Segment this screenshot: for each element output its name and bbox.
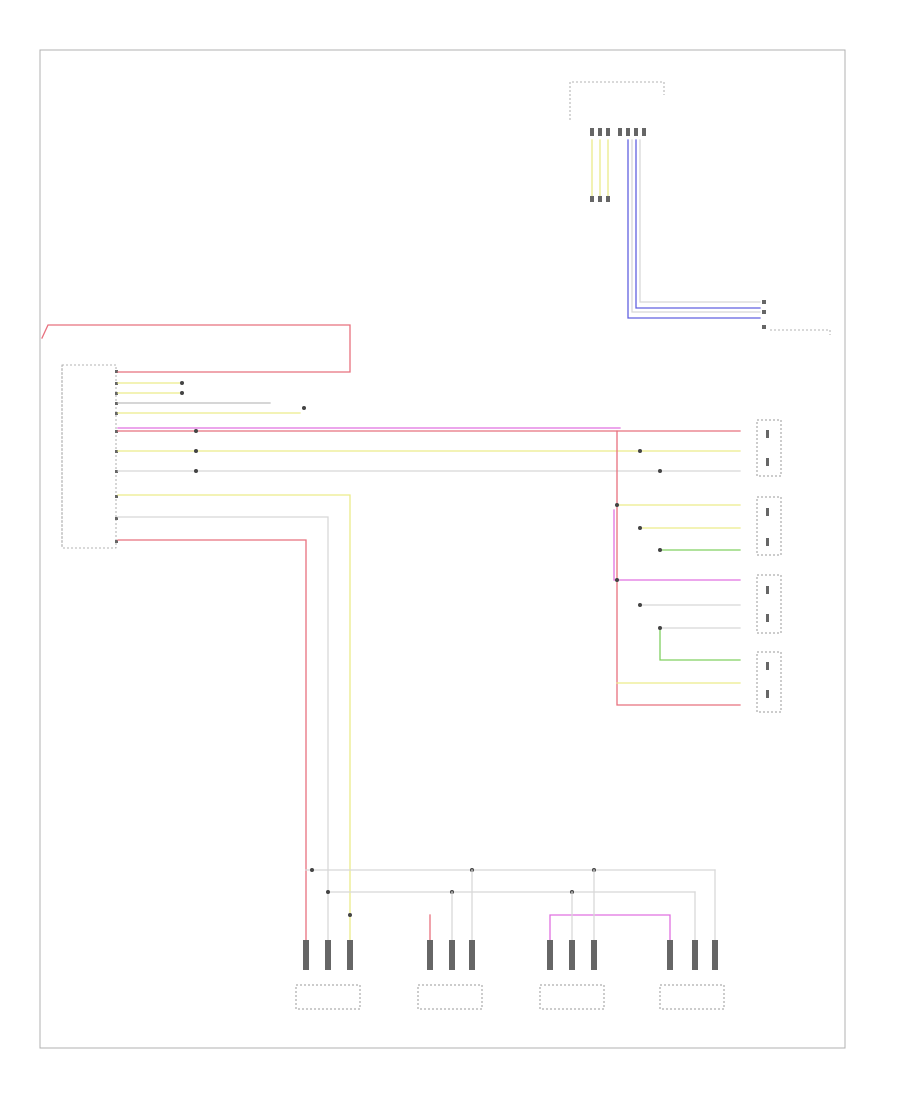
- motor-1: [295, 984, 361, 1010]
- motor-3: [539, 984, 605, 1010]
- module-outline: [61, 364, 117, 549]
- wire-green-sw4: [659, 627, 741, 661]
- wire-yellow-down: [117, 494, 351, 941]
- wire-red-bus: [616, 430, 741, 706]
- top-yellow-stubs: [590, 139, 610, 202]
- wire-blue-2: [635, 139, 761, 309]
- switch-a: [756, 419, 782, 477]
- wire-red-loop: [41, 324, 351, 373]
- wire-white-2: [639, 139, 761, 303]
- top-module-outline: [569, 81, 665, 120]
- switch-b: [756, 496, 782, 556]
- motor-connector-pins: [303, 940, 718, 970]
- rear-connector-outline: [770, 329, 831, 335]
- wire-red-down: [117, 539, 307, 941]
- m3-violet: [549, 914, 671, 941]
- switch-d: [756, 651, 782, 713]
- module-pins: [115, 370, 118, 543]
- wire-violet-bus: [613, 509, 741, 581]
- wire-blue-1: [627, 139, 761, 319]
- motor-4: [659, 984, 725, 1010]
- motor-2: [417, 984, 483, 1010]
- diagram-frame: [39, 49, 846, 1049]
- top-module-pins: [590, 128, 646, 136]
- switch-c: [756, 574, 782, 634]
- top-module: [569, 81, 831, 335]
- wire-white-down: [117, 516, 329, 941]
- wire-white-1: [631, 139, 761, 313]
- power-seat-module: [61, 364, 118, 549]
